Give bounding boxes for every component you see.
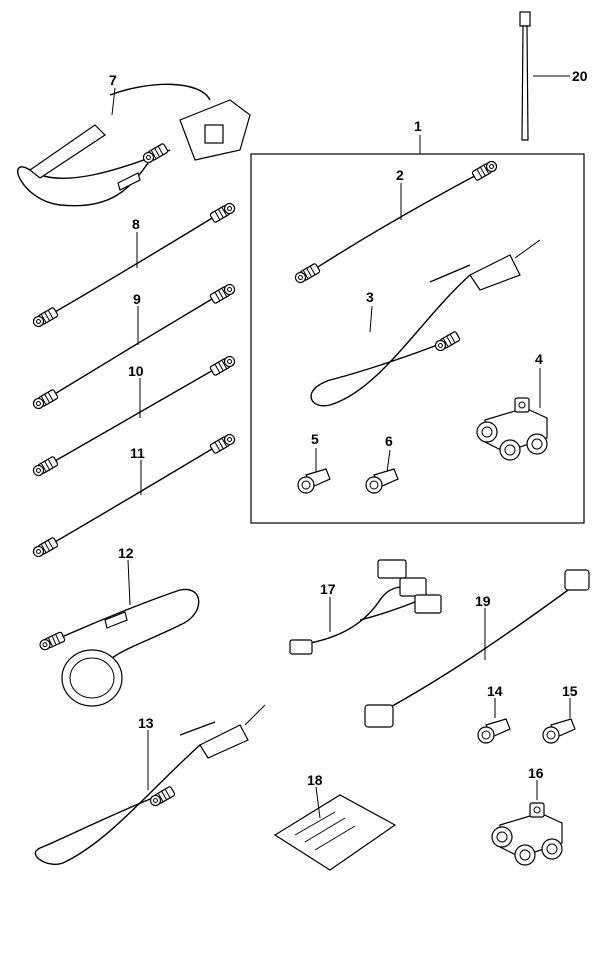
part-6-terminator [365,468,399,494]
callout-2: 2 [396,167,404,183]
callout-12: 12 [118,545,134,561]
part-12-antenna [37,588,200,707]
kit-box [250,153,585,524]
callout-7: 7 [109,72,117,88]
callout-14: 14 [487,683,503,699]
callout-16: 16 [528,765,544,781]
callout-3: 3 [366,289,374,305]
part-13-power-cable [34,704,266,865]
callout-labels: 1 2 3 4 5 6 7 8 9 10 11 12 13 14 15 16 1… [109,68,588,788]
callout-20: 20 [572,68,588,84]
callout-18: 18 [307,772,323,788]
callout-9: 9 [133,291,141,307]
part-7-sensor-cable [17,83,251,207]
callout-11: 11 [130,445,145,461]
part-15-terminator [542,718,576,744]
part-9-cable [31,282,237,411]
part-18-bag [273,794,397,871]
callout-15: 15 [562,683,578,699]
callout-6: 6 [385,433,393,449]
callout-19: 19 [475,593,491,609]
callout-13: 13 [138,715,154,731]
part-10-cable [31,354,237,478]
part-17-harness [289,559,442,655]
part-20-cable-tie [519,11,531,141]
part-14-terminator [477,718,511,744]
leader-lines [111,75,571,819]
part-5-terminator [297,468,331,494]
part-3-power-cable [310,239,541,407]
callout-17: 17 [320,581,336,597]
callout-1: 1 [414,118,422,134]
callout-4: 4 [535,351,543,367]
callout-10: 10 [128,363,144,379]
part-4-tee [476,397,548,461]
part-11-cable [31,432,237,559]
part-16-tee [491,802,563,866]
part-19-adapter-cable [364,569,590,728]
part-2-cable [293,159,499,285]
callout-5: 5 [311,431,319,447]
callout-8: 8 [132,216,140,232]
part-8-cable [31,201,237,329]
